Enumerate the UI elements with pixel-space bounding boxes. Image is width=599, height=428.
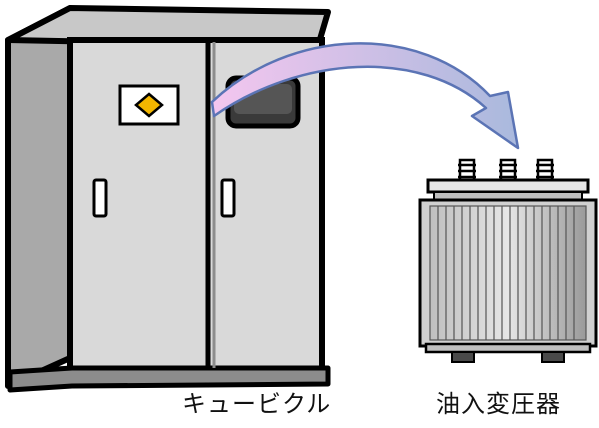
transformer-foot-right xyxy=(541,351,565,363)
curved-arrow-icon xyxy=(210,42,520,150)
door-handle-left xyxy=(92,178,108,218)
transformer-foot-left xyxy=(451,351,475,363)
cabinet-base xyxy=(7,365,331,393)
door-handle-right xyxy=(220,178,236,218)
cooling-fins xyxy=(429,205,587,341)
bushing-1 xyxy=(458,158,476,182)
warning-sign-icon xyxy=(118,84,180,126)
transformer-label: 油入変圧器 xyxy=(436,390,561,418)
bushing-2 xyxy=(499,158,517,182)
cabinet-side-panel xyxy=(5,5,73,389)
transformer-base xyxy=(424,342,592,354)
transformer-lid xyxy=(426,178,590,194)
transformer-bushings xyxy=(458,158,554,182)
cubicle-label: キュービクル xyxy=(182,390,332,418)
bushing-3 xyxy=(536,158,554,182)
cubicle-cabinet-icon xyxy=(5,5,331,393)
oil-transformer-icon xyxy=(418,158,598,363)
